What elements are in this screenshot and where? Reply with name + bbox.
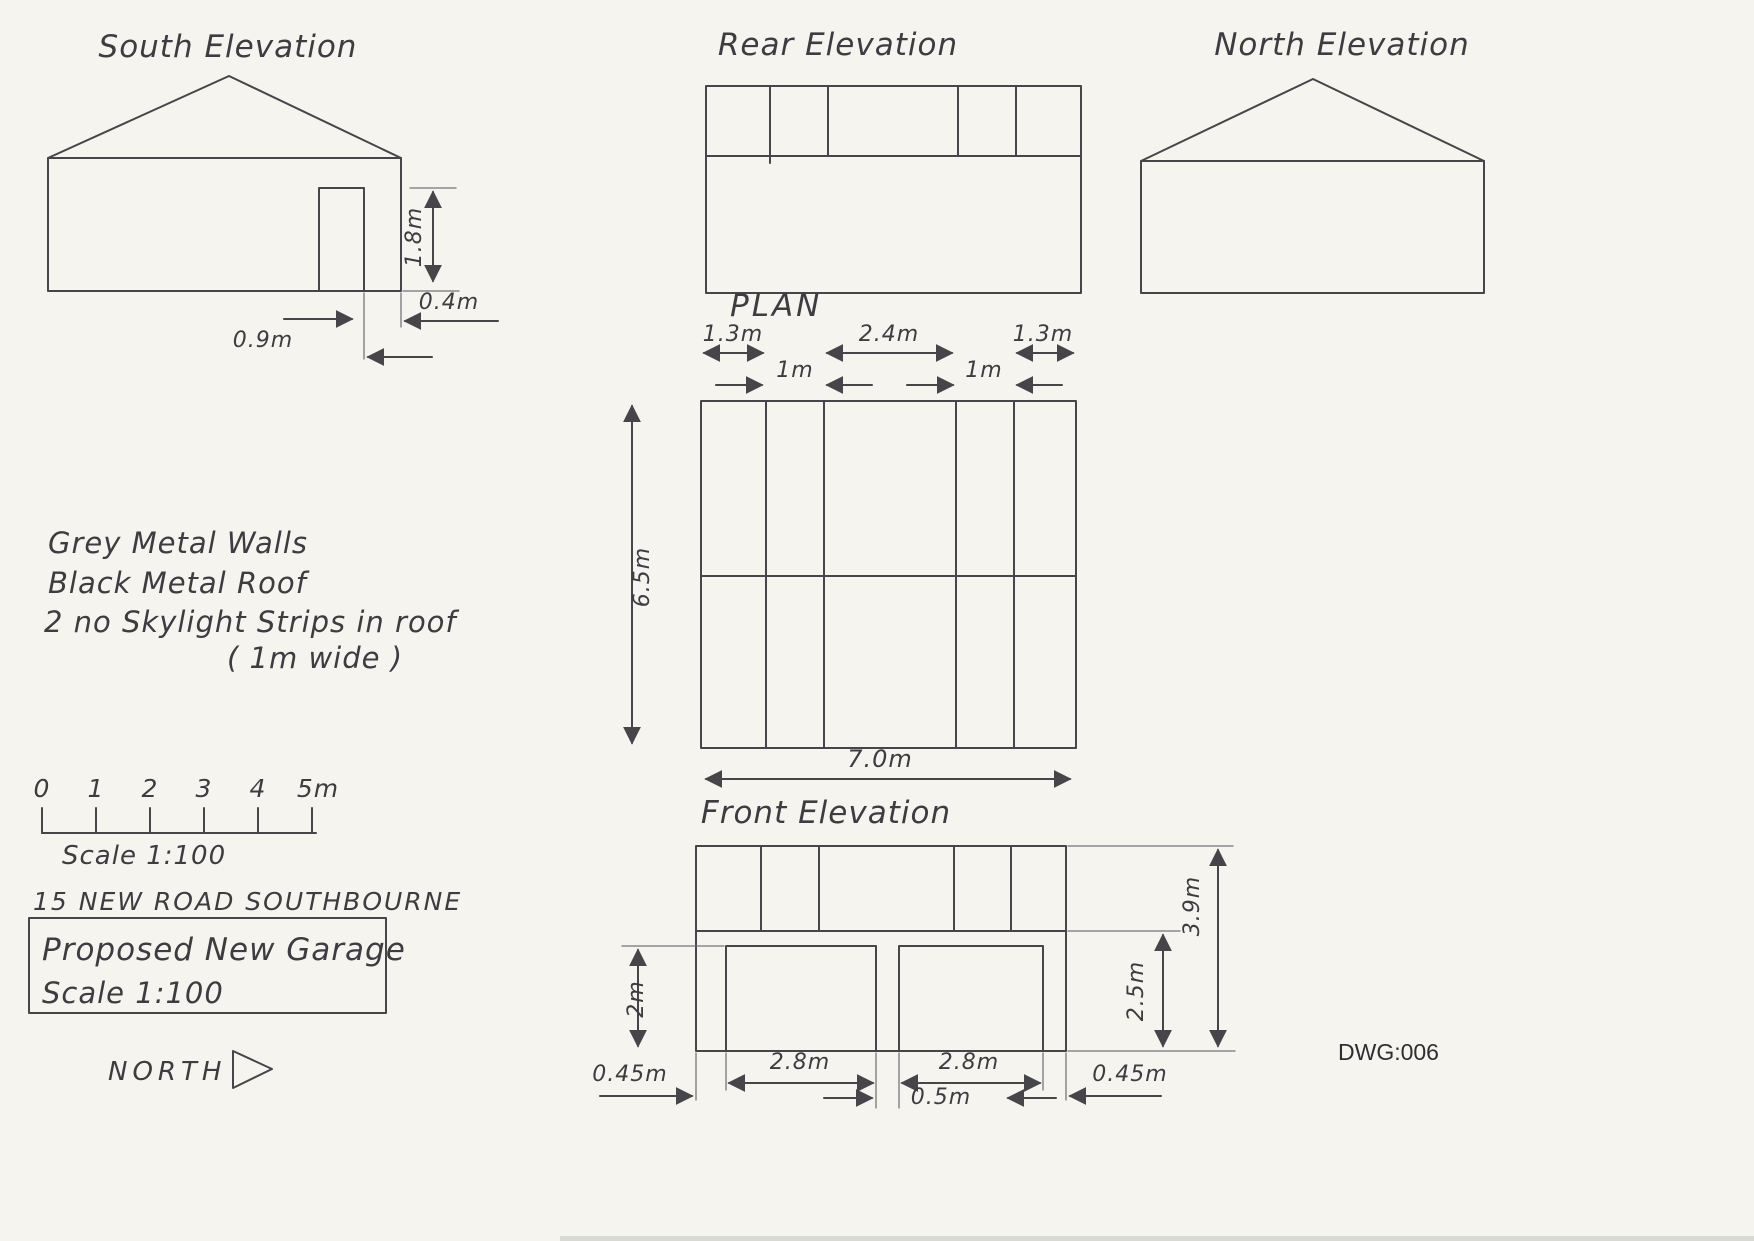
title-block-project: Proposed New Garage bbox=[42, 932, 406, 968]
dim-text-gap: 0.5m bbox=[911, 1085, 971, 1110]
dim-text-width: 7.0m bbox=[847, 745, 913, 773]
note-skylight-width: ( 1m wide ) bbox=[227, 641, 403, 675]
dim-text-door-right: 2.8m bbox=[939, 1050, 999, 1075]
south-roof-outline bbox=[47, 75, 402, 159]
dim-text-left-margin: 0.45m bbox=[592, 1062, 667, 1087]
note-walls: Grey Metal Walls bbox=[48, 526, 308, 560]
front-wall-outline bbox=[695, 845, 1067, 1052]
plan-title: PLAN bbox=[730, 288, 822, 324]
dim-text-eaves-height: 2.5m bbox=[1124, 961, 1149, 1021]
scale-tick-label: 3 bbox=[196, 774, 213, 803]
dim-text-ridge-height: 3.9m bbox=[1180, 876, 1205, 936]
south-elevation-title: South Elevation bbox=[99, 29, 358, 65]
dim-text-door-height: 2m bbox=[624, 980, 649, 1017]
note-skylights: 2 no Skylight Strips in roof bbox=[44, 605, 459, 639]
dim-text-mid-bay: 2.4m bbox=[859, 322, 919, 347]
dim-text-skylight-left: 1m bbox=[776, 358, 813, 383]
plan-view: PLAN 1.3m 2.4m 1.3m 1m 1m 6.5m 7.0m bbox=[623, 288, 1077, 788]
title-block-scale: Scale 1:100 bbox=[42, 976, 224, 1010]
front-elevation: Front Elevation 2m 2.5m 3.9m 0.45m 2.8m bbox=[592, 795, 1236, 1110]
north-arrow-icon bbox=[232, 1050, 273, 1089]
scale-tick-label: 0 bbox=[34, 774, 51, 803]
title-block-border bbox=[28, 917, 387, 1014]
dim-text-skylight-right: 1m bbox=[965, 358, 1002, 383]
scale-bar-label: Scale 1:100 bbox=[62, 841, 226, 871]
scan-edge-shadow bbox=[560, 1236, 1754, 1241]
garage-door-left bbox=[725, 945, 877, 1052]
north-arrow: NORTH bbox=[108, 1050, 273, 1089]
title-block: Proposed New Garage Scale 1:100 bbox=[28, 917, 406, 1014]
north-roof-outline bbox=[1140, 78, 1485, 162]
material-notes: Grey Metal Walls Black Metal Roof 2 no S… bbox=[44, 526, 459, 675]
north-wall-outline bbox=[1140, 160, 1485, 294]
scale-bar: 0 1 2 3 4 5m Scale 1:100 bbox=[34, 774, 339, 871]
north-elevation-title: North Elevation bbox=[1214, 27, 1470, 63]
rear-wall-outline bbox=[705, 85, 1082, 294]
dim-text-right-bay: 1.3m bbox=[1013, 322, 1073, 347]
rear-elevation: Rear Elevation bbox=[705, 27, 1082, 294]
dim-text-door-left: 2.8m bbox=[770, 1050, 830, 1075]
dim-text-left-bay: 1.3m bbox=[703, 322, 763, 347]
dim-text-height: 1.8m bbox=[402, 207, 427, 267]
dim-text-right-margin: 0.45m bbox=[1092, 1062, 1167, 1087]
dim-text-door: 0.9m bbox=[233, 328, 293, 353]
north-elevation: North Elevation bbox=[1140, 27, 1485, 294]
scale-tick-label: 5m bbox=[297, 774, 339, 803]
plan-outline bbox=[700, 400, 1077, 749]
north-arrow-label: NORTH bbox=[108, 1057, 226, 1087]
front-elevation-title: Front Elevation bbox=[701, 795, 951, 831]
scale-tick-label: 1 bbox=[88, 774, 105, 803]
south-elevation: South Elevation 1.8m 0.4m 0.9m bbox=[47, 29, 499, 366]
south-door-opening bbox=[318, 187, 365, 292]
note-roof: Black Metal Roof bbox=[48, 566, 310, 600]
scale-tick-label: 2 bbox=[142, 774, 159, 803]
garage-door-right bbox=[898, 945, 1044, 1052]
dim-text-depth: 6.5m bbox=[630, 547, 655, 607]
rear-elevation-title: Rear Elevation bbox=[718, 27, 958, 63]
site-address: 15 NEW ROAD SOUTHBOURNE bbox=[33, 887, 462, 916]
drawing-number: DWG:006 bbox=[1338, 1039, 1439, 1065]
scale-tick-label: 4 bbox=[250, 774, 267, 803]
south-wall-outline bbox=[47, 157, 402, 292]
dim-text-offset: 0.4m bbox=[419, 290, 479, 315]
